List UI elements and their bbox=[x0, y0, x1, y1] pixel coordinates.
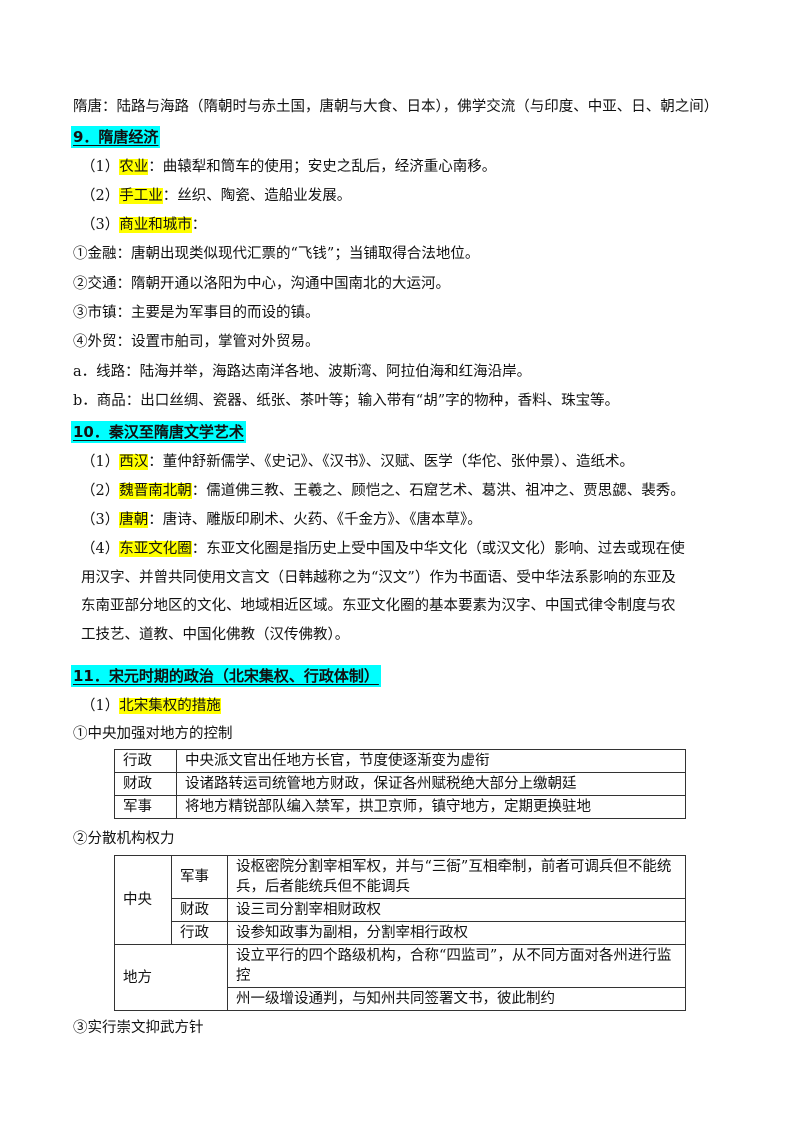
s10-item-3: （3）唐朝：唐诗、雕版印刷术、火药、《千金方》、《唐本草》。 bbox=[81, 512, 482, 528]
table-row: 行政 设参知政事为副相，分割宰相行政权 bbox=[115, 921, 686, 945]
s9-detail-5: a．线路：陆海并举，海路达南洋各地、波斯湾、阿拉伯海和红海沿岸。 bbox=[73, 364, 532, 380]
table-value: 将地方精锐部队编入禁军，拱卫京师，镇守地方，定期更换驻地 bbox=[176, 795, 686, 819]
section10-heading: 10．秦汉至隋唐文学艺术 bbox=[71, 421, 246, 443]
table-key: 财政 bbox=[171, 898, 228, 922]
central-label: 中央 bbox=[114, 855, 172, 945]
highlight-label: 西汉 bbox=[119, 454, 149, 470]
s10-item-4: （4）东亚文化圈：东亚文化圈是指历史上受中国及中华文化（或汉文化）影响、过去或现… bbox=[81, 541, 685, 643]
s10-item-2: （2）魏晋南北朝：儒道佛三教、王羲之、顾恺之、石窟艺术、葛洪、祖冲之、贾思勰、裴… bbox=[81, 483, 685, 499]
table-row: 财政 设诸路转运司统管地方财政，保证各州赋税绝大部分上缴朝廷 bbox=[114, 772, 686, 796]
section9-heading: 9．隋唐经济 bbox=[71, 126, 161, 148]
central-control-table: 行政 中央派文官出任地方长官，节度使逐渐变为虚衔 财政 设诸路转运司统管地方财政… bbox=[114, 749, 686, 819]
highlight-label: 魏晋南北朝 bbox=[119, 483, 192, 499]
part2-title: ②分散机构权力 bbox=[73, 831, 175, 847]
table-key: 行政 bbox=[171, 921, 228, 945]
s9-detail-2: ②交通：隋朝开通以洛阳为中心，沟通中国南北的大运河。 bbox=[73, 276, 450, 292]
part3-title: ③实行崇文抑武方针 bbox=[73, 1020, 204, 1036]
table-key: 财政 bbox=[114, 772, 177, 796]
highlight-label: 北宋集权的措施 bbox=[119, 698, 221, 714]
table-value: 设立平行的四个路级机构，合称“四监司”，从不同方面对各州进行监控 bbox=[227, 944, 686, 988]
table-value: 中央派文官出任地方长官，节度使逐渐变为虚衔 bbox=[176, 749, 686, 773]
s9-detail-4: ④外贸：设置市舶司，掌管对外贸易。 bbox=[73, 334, 320, 350]
s9-item-3: （3）商业和城市： bbox=[81, 217, 207, 233]
table-row: 财政 设三司分割宰相财政权 bbox=[115, 898, 686, 922]
local-label: 地方 bbox=[114, 944, 228, 1011]
table-value: 设参知政事为副相，分割宰相行政权 bbox=[227, 921, 686, 945]
s9-detail-6: b．商品：出口丝绸、瓷器、纸张、茶叶等；输入带有“胡”字的物种，香料、珠宝等。 bbox=[73, 393, 620, 409]
power-division-table: 中央 军事 设枢密院分割宰相军权，并与“三衙”互相牵制，前者可调兵但不能统兵，后… bbox=[114, 855, 686, 1011]
s10-item-1: （1）西汉：董仲舒新儒学、《史记》、《汉书》、汉赋、医学（华佗、张仲景）、造纸术… bbox=[81, 454, 634, 470]
highlight-label: 东亚文化圈 bbox=[119, 541, 192, 557]
s9-detail-3: ③市镇：主要是为军事目的而设的镇。 bbox=[73, 305, 320, 321]
table-value: 设三司分割宰相财政权 bbox=[227, 898, 686, 922]
highlight-label: 商业和城市 bbox=[119, 217, 192, 233]
intro-line: 隋唐：陆路与海路（隋朝时与赤土国，唐朝与大食、日本），佛学交流（与印度、中亚、日… bbox=[73, 99, 719, 115]
table-value: 设诸路转运司统管地方财政，保证各州赋税绝大部分上缴朝廷 bbox=[176, 772, 686, 796]
table-row: 州一级增设通判，与知州共同签署文书，彼此制约 bbox=[115, 987, 686, 1011]
s9-detail-1: ①金融：唐朝出现类似现代汇票的“飞钱”；当铺取得合法地位。 bbox=[73, 246, 480, 262]
table-row: 中央 军事 设枢密院分割宰相军权，并与“三衙”互相牵制，前者可调兵但不能统兵，后… bbox=[114, 855, 686, 945]
table-key: 军事 bbox=[114, 795, 177, 819]
s9-item-1: （1）农业：曲辕犁和筒车的使用；安史之乱后，经济重心南移。 bbox=[81, 159, 497, 175]
highlight-label: 唐朝 bbox=[119, 512, 149, 528]
s9-item-2: （2）手工业：丝织、陶瓷、造船业发展。 bbox=[81, 188, 352, 204]
table-value: 设枢密院分割宰相军权，并与“三衙”互相牵制，前者可调兵但不能统兵，后者能统兵但不… bbox=[227, 855, 686, 899]
table-value: 州一级增设通判，与知州共同签署文书，彼此制约 bbox=[227, 987, 686, 1011]
highlight-label: 农业 bbox=[119, 159, 149, 175]
section11-heading: 11．宋元时期的政治（北宋集权、行政体制） bbox=[71, 665, 381, 687]
table-key: 军事 bbox=[171, 855, 228, 899]
table-row: 地方 设立平行的四个路级机构，合称“四监司”，从不同方面对各州进行监控 bbox=[114, 944, 686, 1011]
highlight-label: 手工业 bbox=[119, 188, 163, 204]
table-row: 军事 将地方精锐部队编入禁军，拱卫京师，镇守地方，定期更换驻地 bbox=[114, 795, 686, 819]
s11-sub-heading: （1）北宋集权的措施 bbox=[81, 698, 221, 714]
table-key: 行政 bbox=[114, 749, 177, 773]
part1-title: ①中央加强对地方的控制 bbox=[73, 726, 233, 742]
table-row: 行政 中央派文官出任地方长官，节度使逐渐变为虚衔 bbox=[114, 749, 686, 773]
